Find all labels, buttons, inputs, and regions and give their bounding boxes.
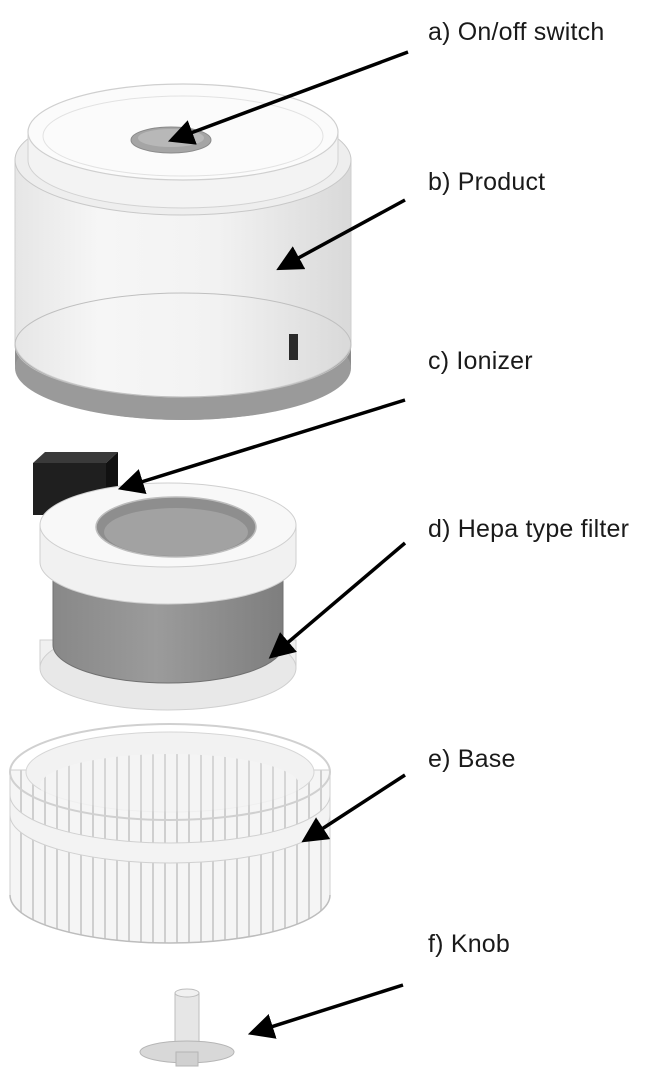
label-knob: f) Knob: [428, 930, 511, 958]
arrow-on-off-switch: [167, 50, 409, 145]
label-on-off-switch: a) On/off switch: [428, 18, 605, 46]
arrow-product: [276, 198, 406, 271]
label-ionizer: c) Ionizer: [428, 347, 533, 375]
label-base: e) Base: [428, 745, 516, 773]
knob: [139, 988, 235, 1067]
arrow-hepa-filter: [268, 541, 407, 659]
arrow-ionizer: [117, 398, 406, 494]
arrow-knob: [247, 983, 404, 1039]
leader-arrows: [117, 50, 409, 1039]
base: [9, 723, 331, 944]
label-hepa-filter: d) Hepa type filter: [428, 515, 630, 543]
arrow-base: [301, 773, 406, 843]
port-icon: [289, 334, 298, 360]
hepa-filter: [39, 482, 297, 711]
label-product: b) Product: [428, 168, 546, 196]
